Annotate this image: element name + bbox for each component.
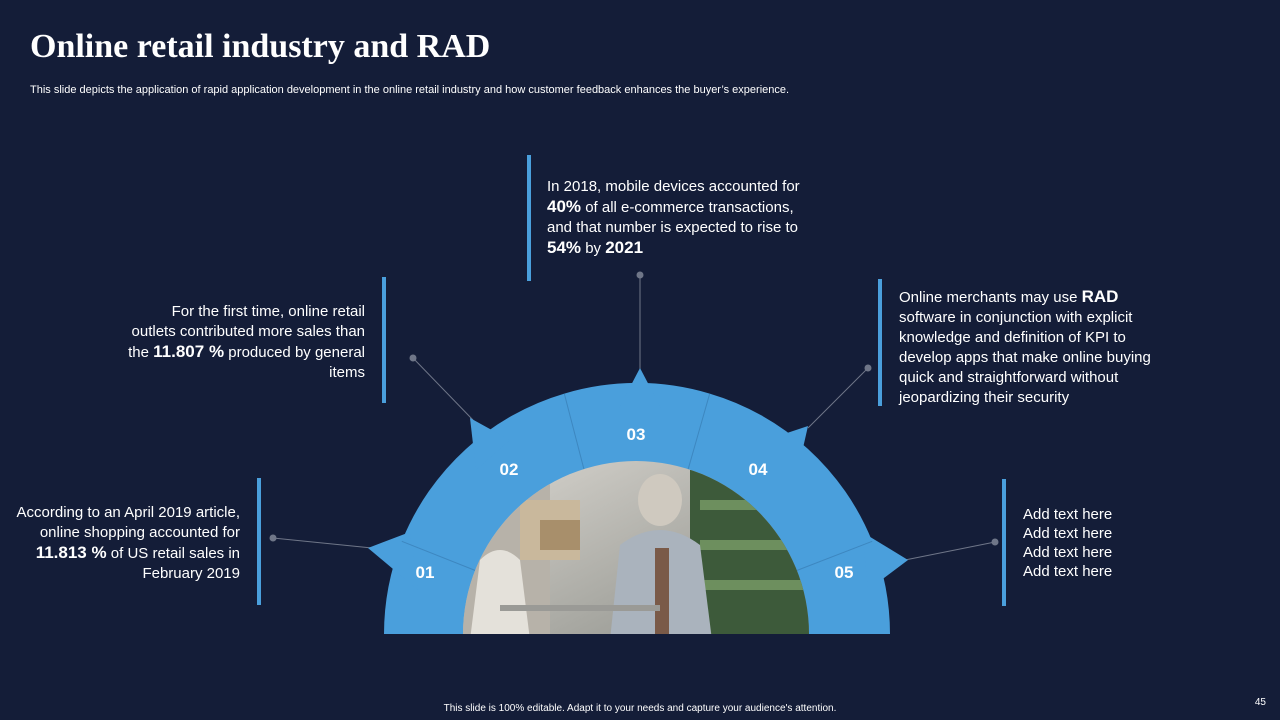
item-05-text: Add text here Add text here Add text her… <box>1023 505 1223 581</box>
item-04-highlight: RAD <box>1081 287 1119 306</box>
connector-lines <box>272 275 996 561</box>
item-01-highlight: 11.813 % <box>35 543 107 562</box>
pointer-tab-02 <box>470 418 510 470</box>
page-subtitle: This slide depicts the application of ra… <box>30 84 790 96</box>
item-05-line: Add text here <box>1023 563 1113 580</box>
segment-number-04: 04 <box>749 460 768 479</box>
item-04-bar <box>878 279 882 406</box>
segment-number-01: 01 <box>416 563 435 582</box>
pointer-tab-01 <box>368 532 418 590</box>
segment-number-02: 02 <box>500 460 519 479</box>
pointer-tab-03 <box>618 368 662 410</box>
item-05-bar <box>1002 479 1006 606</box>
item-01-text: According to an April 2019 article, onli… <box>16 504 240 582</box>
item-03-text: In 2018, mobile devices accounted for 40… <box>547 178 800 257</box>
segment-number-05: 05 <box>835 563 854 582</box>
item-02-text: For the first time, online retail outlet… <box>128 303 365 381</box>
item-01-bar <box>257 478 261 605</box>
segment-separators <box>401 393 873 573</box>
pointer-tab-05 <box>862 532 908 590</box>
item-03-bar <box>527 155 531 281</box>
item-05-line: Add text here <box>1023 525 1113 542</box>
gauge-segment-02 <box>401 393 586 572</box>
pointer-tab-04 <box>766 426 808 470</box>
item-03-highlight-3: 2021 <box>605 238 644 257</box>
item-05-line: Add text here <box>1023 544 1113 561</box>
segment-number-03: 03 <box>627 425 646 444</box>
gauge-arc <box>368 368 908 634</box>
item-05-line: Add text here <box>1023 506 1113 523</box>
item-04-text: Online merchants may use RAD software in… <box>899 287 1151 406</box>
item-02-bar <box>382 277 386 403</box>
connector-dots <box>269 271 999 546</box>
item-02-highlight: 11.807 % <box>153 342 225 361</box>
gauge-segment-03 <box>564 382 710 474</box>
gauge-segment-04 <box>686 393 873 572</box>
page-title: Online retail industry and RAD <box>30 28 491 65</box>
item-03-highlight-1: 40% <box>547 197 582 216</box>
page-number: 45 <box>1254 697 1266 708</box>
item-03-highlight-2: 54% <box>547 238 582 257</box>
footer-note: This slide is 100% editable. Adapt it to… <box>443 703 837 714</box>
